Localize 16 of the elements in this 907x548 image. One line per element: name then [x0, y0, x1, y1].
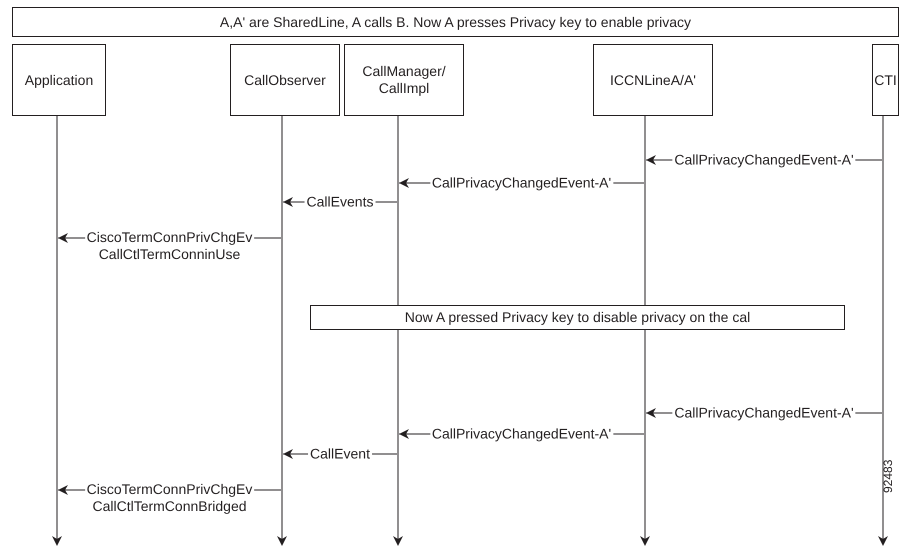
participant-box: CallManager/ CallImpl	[344, 44, 464, 116]
participant-box: CTI	[872, 44, 899, 116]
message-label: CallPrivacyChangedEvent-A'	[672, 404, 856, 422]
note-box: A,A' are SharedLine, A calls B. Now A presses Privacy key to enable privacy	[12, 7, 899, 37]
note-box: Now A pressed Privacy key to disable privacy on the cal	[310, 305, 845, 330]
lifeline-arrow	[52, 116, 62, 546]
lifeline-arrow	[277, 116, 287, 546]
participant-box: CallObserver	[230, 44, 340, 116]
lifeline-arrow	[393, 116, 403, 546]
message-label: CallPrivacyChangedEvent-A'	[672, 152, 856, 168]
participant-box: Application	[12, 44, 106, 116]
figure-number: 92483	[881, 458, 895, 493]
message-label: CiscoTermConnPrivChgEv CallCtlTermConnBridged	[84, 481, 254, 515]
message-label: CallPrivacyChangedEvent-A'	[430, 426, 614, 442]
participant-box: ICCNLineA/A'	[593, 44, 713, 116]
message-label: CallPrivacyChangedEvent-A'	[430, 174, 614, 192]
